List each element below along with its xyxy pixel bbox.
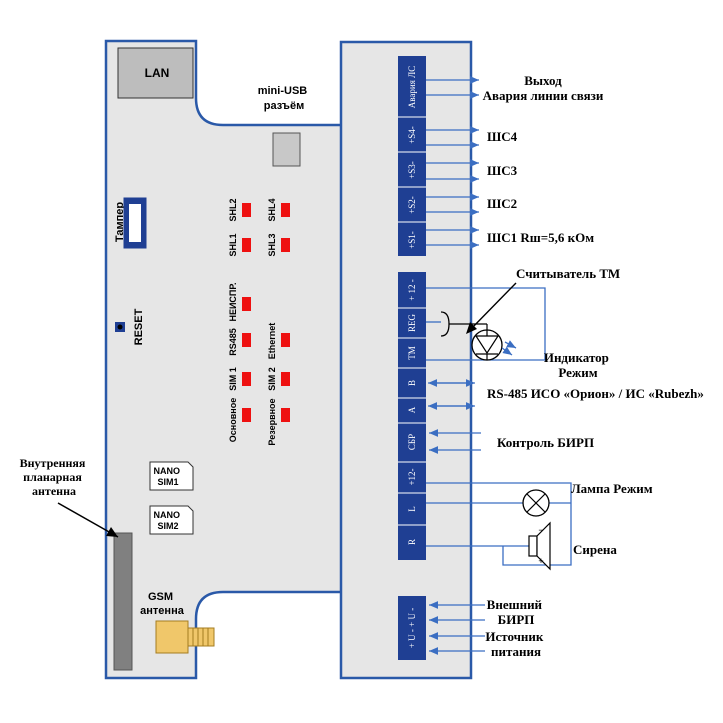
led-label-fault: НЕИСПР. <box>228 282 238 321</box>
led-label-main: Основное <box>228 398 238 442</box>
label-birp-control: Контроль БИРП <box>497 435 594 450</box>
led-sim2 <box>281 372 290 386</box>
terminal-12v-out: +12- <box>407 468 417 485</box>
nano-sim1-label: NANO SIM1 <box>153 466 182 487</box>
terminal-reg: REG <box>407 313 417 332</box>
label-shs2: ШС2 <box>487 196 517 211</box>
terminal-b: B <box>407 380 417 386</box>
gsm-antenna-connector[interactable] <box>155 620 215 654</box>
internal-antenna-pointer <box>57 502 119 538</box>
terminal-s1: +S1- <box>407 231 417 249</box>
siren-minus: − <box>538 525 543 535</box>
led-fault <box>242 297 251 311</box>
led-rs485 <box>242 333 251 347</box>
label-siren: Сирена <box>573 542 617 557</box>
nano-sim2-label: NANO SIM2 <box>153 510 182 531</box>
internal-antenna <box>113 532 133 671</box>
led-label-shl2: SHL2 <box>228 198 238 221</box>
mini-usb-label: mini-USB разъём <box>258 85 311 112</box>
siren-symbol: − + <box>528 521 551 571</box>
terminal-alarm-ls: Авария ЛС <box>407 66 417 108</box>
nano-sim2-slot[interactable] <box>149 505 194 535</box>
led-label-sim1: SIM 1 <box>228 367 238 391</box>
led-reserve <box>281 408 290 422</box>
label-lamp: Лампа Режим <box>571 481 653 496</box>
label-ext-birp: Внешний БИРП <box>487 597 546 627</box>
label-shs3: ШС3 <box>487 163 518 178</box>
led-shl2 <box>242 203 251 217</box>
terminal-r: R <box>407 539 417 545</box>
label-rs485-bus: RS-485 ИСО «Орион» / ИС «Rubezh» <box>487 386 704 401</box>
led-shl3 <box>281 238 290 252</box>
terminal-block-1 <box>398 56 426 256</box>
label-indicator: Индикатор Режим <box>544 350 612 380</box>
led-shl4 <box>281 203 290 217</box>
wiring-rs485 <box>428 379 475 410</box>
terminal-12v-reader: + 12 - <box>407 279 417 301</box>
lan-label: LAN <box>145 66 170 80</box>
terminal-a: A <box>407 406 417 413</box>
tamper-label: Тампер <box>114 202 126 242</box>
wiring-lamp-siren: − + <box>426 482 572 571</box>
reset-button-dot <box>117 324 123 330</box>
label-alarm-line: Авария линии связи <box>483 88 604 103</box>
terminal-block-2 <box>398 272 426 560</box>
label-shs4: ШС4 <box>487 129 518 144</box>
terminal-s3: +S3- <box>407 161 417 179</box>
internal-antenna-label: Внутренняя планарная антенна <box>20 456 89 498</box>
label-output: Выход <box>524 73 562 88</box>
wiring-power <box>429 601 485 655</box>
wiring-outputs <box>426 76 479 249</box>
led-sim1 <box>242 372 251 386</box>
led-main <box>242 408 251 422</box>
led-label-shl3: SHL3 <box>267 233 277 256</box>
label-shs1: ШС1 Rш=5,6 кОм <box>487 230 594 245</box>
terminal-sbr: СБР <box>407 434 417 450</box>
led-label-ethernet: Ethernet <box>267 323 277 360</box>
led-group <box>242 203 290 422</box>
lan-connector[interactable] <box>117 47 194 99</box>
wiring-birp-control <box>429 429 481 454</box>
led-label-reserve: Резервное <box>267 398 277 445</box>
terminal-tm: TM <box>407 346 417 360</box>
internal-antenna-arrowhead <box>106 527 118 537</box>
siren-plus: + <box>538 556 543 566</box>
label-power-source: Источник питания <box>485 629 546 659</box>
wiring-reader <box>426 282 546 361</box>
led-label-sim2: SIM 2 <box>267 367 277 391</box>
led-label-rs485: RS485 <box>228 328 238 356</box>
mini-usb-connector[interactable] <box>272 132 301 167</box>
gsm-antenna-label: GSM антенна <box>140 591 185 617</box>
label-reader: Считыватель ТМ <box>516 266 620 281</box>
led-shl1 <box>242 238 251 252</box>
tamper-switch-slot <box>129 204 141 242</box>
nano-sim1-slot[interactable] <box>149 461 194 491</box>
terminal-s2: +S2- <box>407 196 417 214</box>
reset-label: RESET <box>133 308 145 345</box>
terminal-power: + U - + U - <box>407 608 417 648</box>
led-label-shl4: SHL4 <box>267 198 277 221</box>
terminal-block-3 <box>398 596 426 660</box>
terminal-s4: +S4- <box>407 126 417 144</box>
led-ethernet <box>281 333 290 347</box>
led-label-shl1: SHL1 <box>228 233 238 256</box>
terminal-l: L <box>407 506 417 512</box>
